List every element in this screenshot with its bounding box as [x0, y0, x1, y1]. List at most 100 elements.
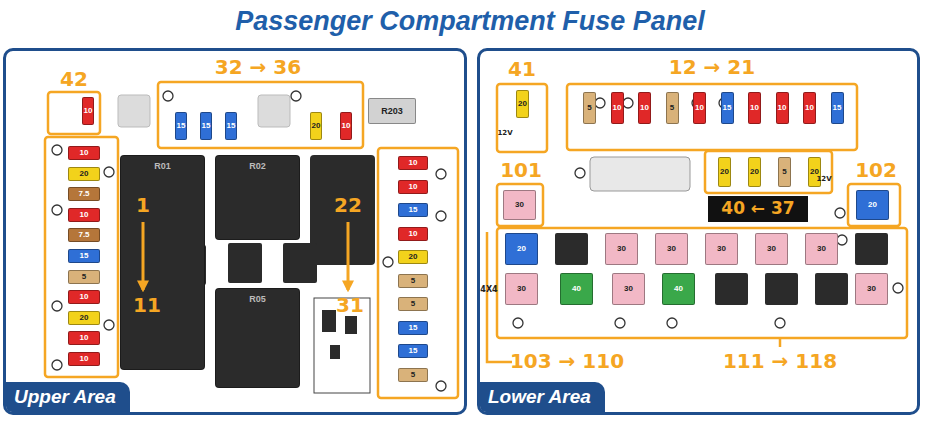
- fuse: 20: [310, 112, 322, 140]
- fuse-rating: 20: [517, 245, 526, 253]
- area-label: Upper Area: [6, 382, 130, 412]
- fuse-rating: 10: [805, 104, 814, 112]
- fuse-rating: 10: [640, 104, 649, 112]
- fuse: 10: [398, 180, 428, 194]
- fuse-rating: 20: [80, 314, 89, 322]
- fuse-rating: 5: [411, 300, 415, 308]
- fuse-rating: 10: [80, 334, 89, 342]
- fuse-rating: 5: [411, 277, 415, 285]
- fuse: 15: [200, 112, 212, 140]
- symbol-text: 4X4: [480, 286, 497, 295]
- relay: R05: [215, 288, 300, 388]
- relay-label: R05: [249, 295, 266, 304]
- fuse-rating: 15: [409, 347, 418, 355]
- symbol-text: 12V: [816, 176, 831, 184]
- fuse: 30: [503, 190, 536, 220]
- fuse-rating: 10: [342, 122, 351, 130]
- fuse: 7.5: [68, 228, 100, 242]
- fuse-rating: 15: [227, 122, 236, 130]
- fuse: 7.5: [68, 187, 100, 201]
- panel-shape: [708, 196, 808, 222]
- fuse-rating: 30: [867, 285, 876, 293]
- fuse-rating: 7.5: [78, 190, 89, 198]
- fuse: 40: [560, 273, 593, 305]
- relay-label: R02: [249, 162, 266, 171]
- fuse: 30: [612, 273, 645, 305]
- fuse: 15: [398, 344, 428, 358]
- relay-label: R01: [154, 162, 171, 171]
- fuse: 10: [693, 92, 706, 124]
- fuse: 15: [398, 321, 428, 335]
- callout-number: 11: [133, 294, 161, 316]
- fuse-rating: 15: [409, 324, 418, 332]
- fuse: 10: [68, 290, 100, 304]
- panel-area: Upper Area 10 15 15 15 20 10 R203 10 20 7.5 10 7.5 15…: [3, 48, 467, 415]
- fuse: 40: [662, 273, 695, 305]
- panel-shape: [575, 168, 585, 178]
- page-title: Passenger Compartment Fuse Panel: [0, 6, 940, 37]
- fuse: 5: [583, 92, 596, 124]
- fuse-rating: 5: [82, 273, 86, 281]
- panel-shape: [52, 301, 62, 311]
- fuse: 10: [68, 331, 100, 345]
- fuse-rating: 20: [409, 253, 418, 261]
- fuse-rating: 30: [717, 245, 726, 253]
- panel-shape: [163, 91, 173, 101]
- fuse: 15: [721, 92, 734, 124]
- panel-shape: [291, 91, 301, 101]
- panel-shape: [835, 208, 845, 218]
- fuse: 10: [748, 92, 761, 124]
- fuse-rating: 40: [572, 285, 581, 293]
- callout-number: 102: [855, 159, 897, 181]
- panel-shape: [775, 318, 785, 328]
- fuse: 20: [398, 250, 428, 264]
- panel-shape: [104, 320, 114, 330]
- fuse: 15: [175, 112, 187, 140]
- panel-shape: [52, 205, 62, 215]
- fuse: 20: [68, 311, 100, 325]
- relay-small: R203: [368, 98, 416, 124]
- fuse-rating: 5: [782, 168, 786, 176]
- fuse: 5: [778, 157, 791, 187]
- fuse-rating: 30: [617, 245, 626, 253]
- panel-shape: [45, 82, 907, 398]
- fuse-rating: 10: [80, 149, 89, 157]
- panel-shape: [497, 84, 547, 152]
- fuse-rating: 5: [411, 371, 415, 379]
- callout-number: 31: [336, 294, 364, 316]
- panel-shape: [595, 98, 605, 108]
- fuse-rating: 10: [84, 107, 93, 115]
- callout-number: 111 → 118: [723, 350, 837, 372]
- fuse-rating: 20: [720, 168, 729, 176]
- fuse-rating: 10: [613, 104, 622, 112]
- symbol-text: 12V: [497, 130, 512, 138]
- fuse: 15: [225, 112, 237, 140]
- fuse-rating: 40: [674, 285, 683, 293]
- fuse: 5: [666, 92, 679, 124]
- fuse: 10: [340, 112, 352, 140]
- panel-shape: [258, 95, 290, 127]
- fuse: 30: [755, 233, 788, 265]
- panel-shape: [436, 211, 446, 221]
- fuse: 30: [805, 233, 838, 265]
- panel-shape: [118, 95, 150, 127]
- fuse-rating: 30: [667, 245, 676, 253]
- panel-shape: [779, 338, 782, 347]
- panel-shape: [855, 233, 888, 265]
- panel-shape: [667, 318, 677, 328]
- fuse: 15: [398, 203, 428, 217]
- fuse: 20: [718, 157, 731, 187]
- fuse: 5: [398, 368, 428, 382]
- panel-shape: [497, 184, 543, 226]
- fuse: 20: [505, 233, 538, 265]
- fuse: 5: [68, 270, 100, 284]
- callout-number: 12 → 21: [669, 56, 755, 78]
- fuse-rating: 15: [202, 122, 211, 130]
- fuse-rating: 15: [80, 252, 89, 260]
- fuse: 20: [68, 167, 100, 181]
- panel-shape: [848, 184, 900, 226]
- panel-shape: [104, 167, 114, 177]
- panel-shape: [765, 273, 798, 305]
- panel-shape: [48, 92, 100, 134]
- callout-number: 42: [60, 68, 88, 90]
